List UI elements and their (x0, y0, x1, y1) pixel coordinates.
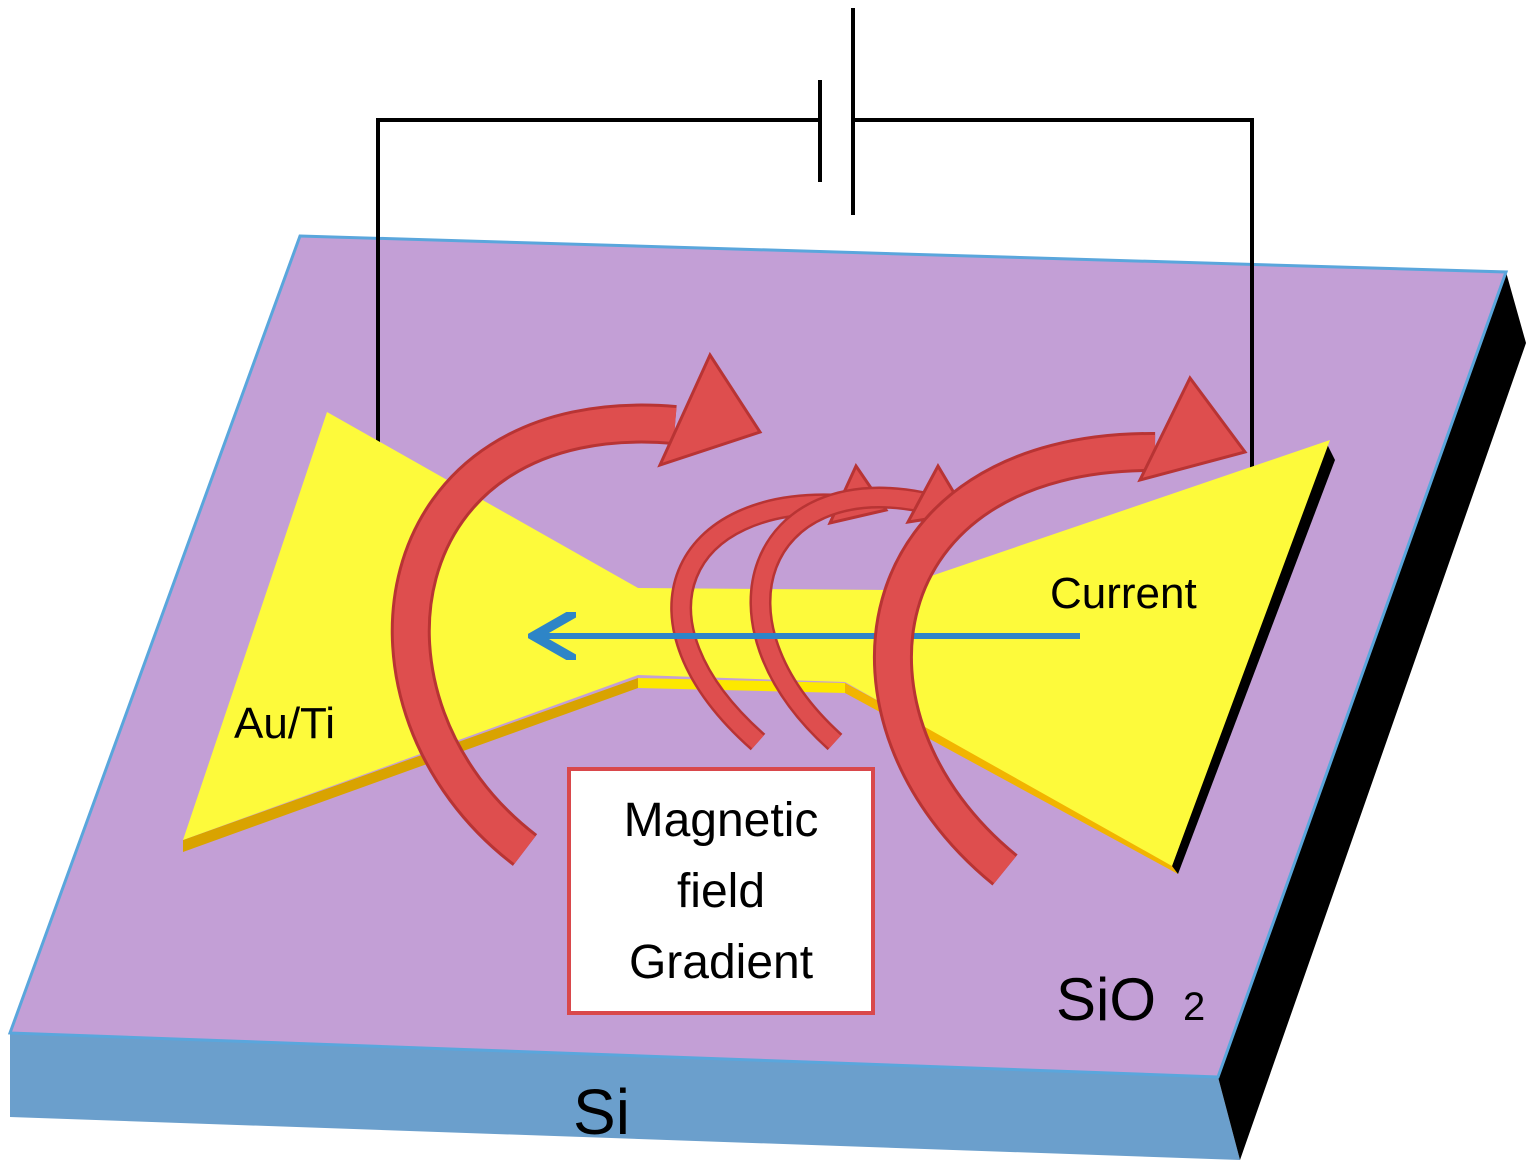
left-electrode-edge (183, 678, 638, 852)
oxide-label: SiO (1056, 966, 1156, 1033)
field-arrowhead-large-left (657, 351, 763, 468)
right-electrode-dark-edge (1172, 442, 1335, 874)
magnetic-label-line1: Magnetic (624, 794, 819, 847)
right-electrode-edge (845, 683, 1178, 874)
substrate-front-face (10, 1033, 1240, 1160)
field-arc-large-right-group (873, 375, 1248, 886)
current-label: Current (1050, 569, 1197, 618)
magnetic-field-box (567, 767, 875, 1015)
right-wire (853, 118, 1254, 520)
circuit (376, 8, 1254, 520)
field-arrowhead-large-right (1137, 375, 1248, 483)
left-wire (376, 118, 820, 520)
electrode-material-label: Au/Ti (234, 699, 335, 748)
substrate-label: Si (573, 1076, 630, 1148)
magnetic-label-line3: Gradient (629, 936, 813, 989)
magnetic-label-line2: field (677, 865, 765, 918)
magnetic-field-arrows (390, 351, 969, 866)
substrate-side-face (1218, 272, 1526, 1160)
oxide-subscript: 2 (1183, 985, 1205, 1029)
